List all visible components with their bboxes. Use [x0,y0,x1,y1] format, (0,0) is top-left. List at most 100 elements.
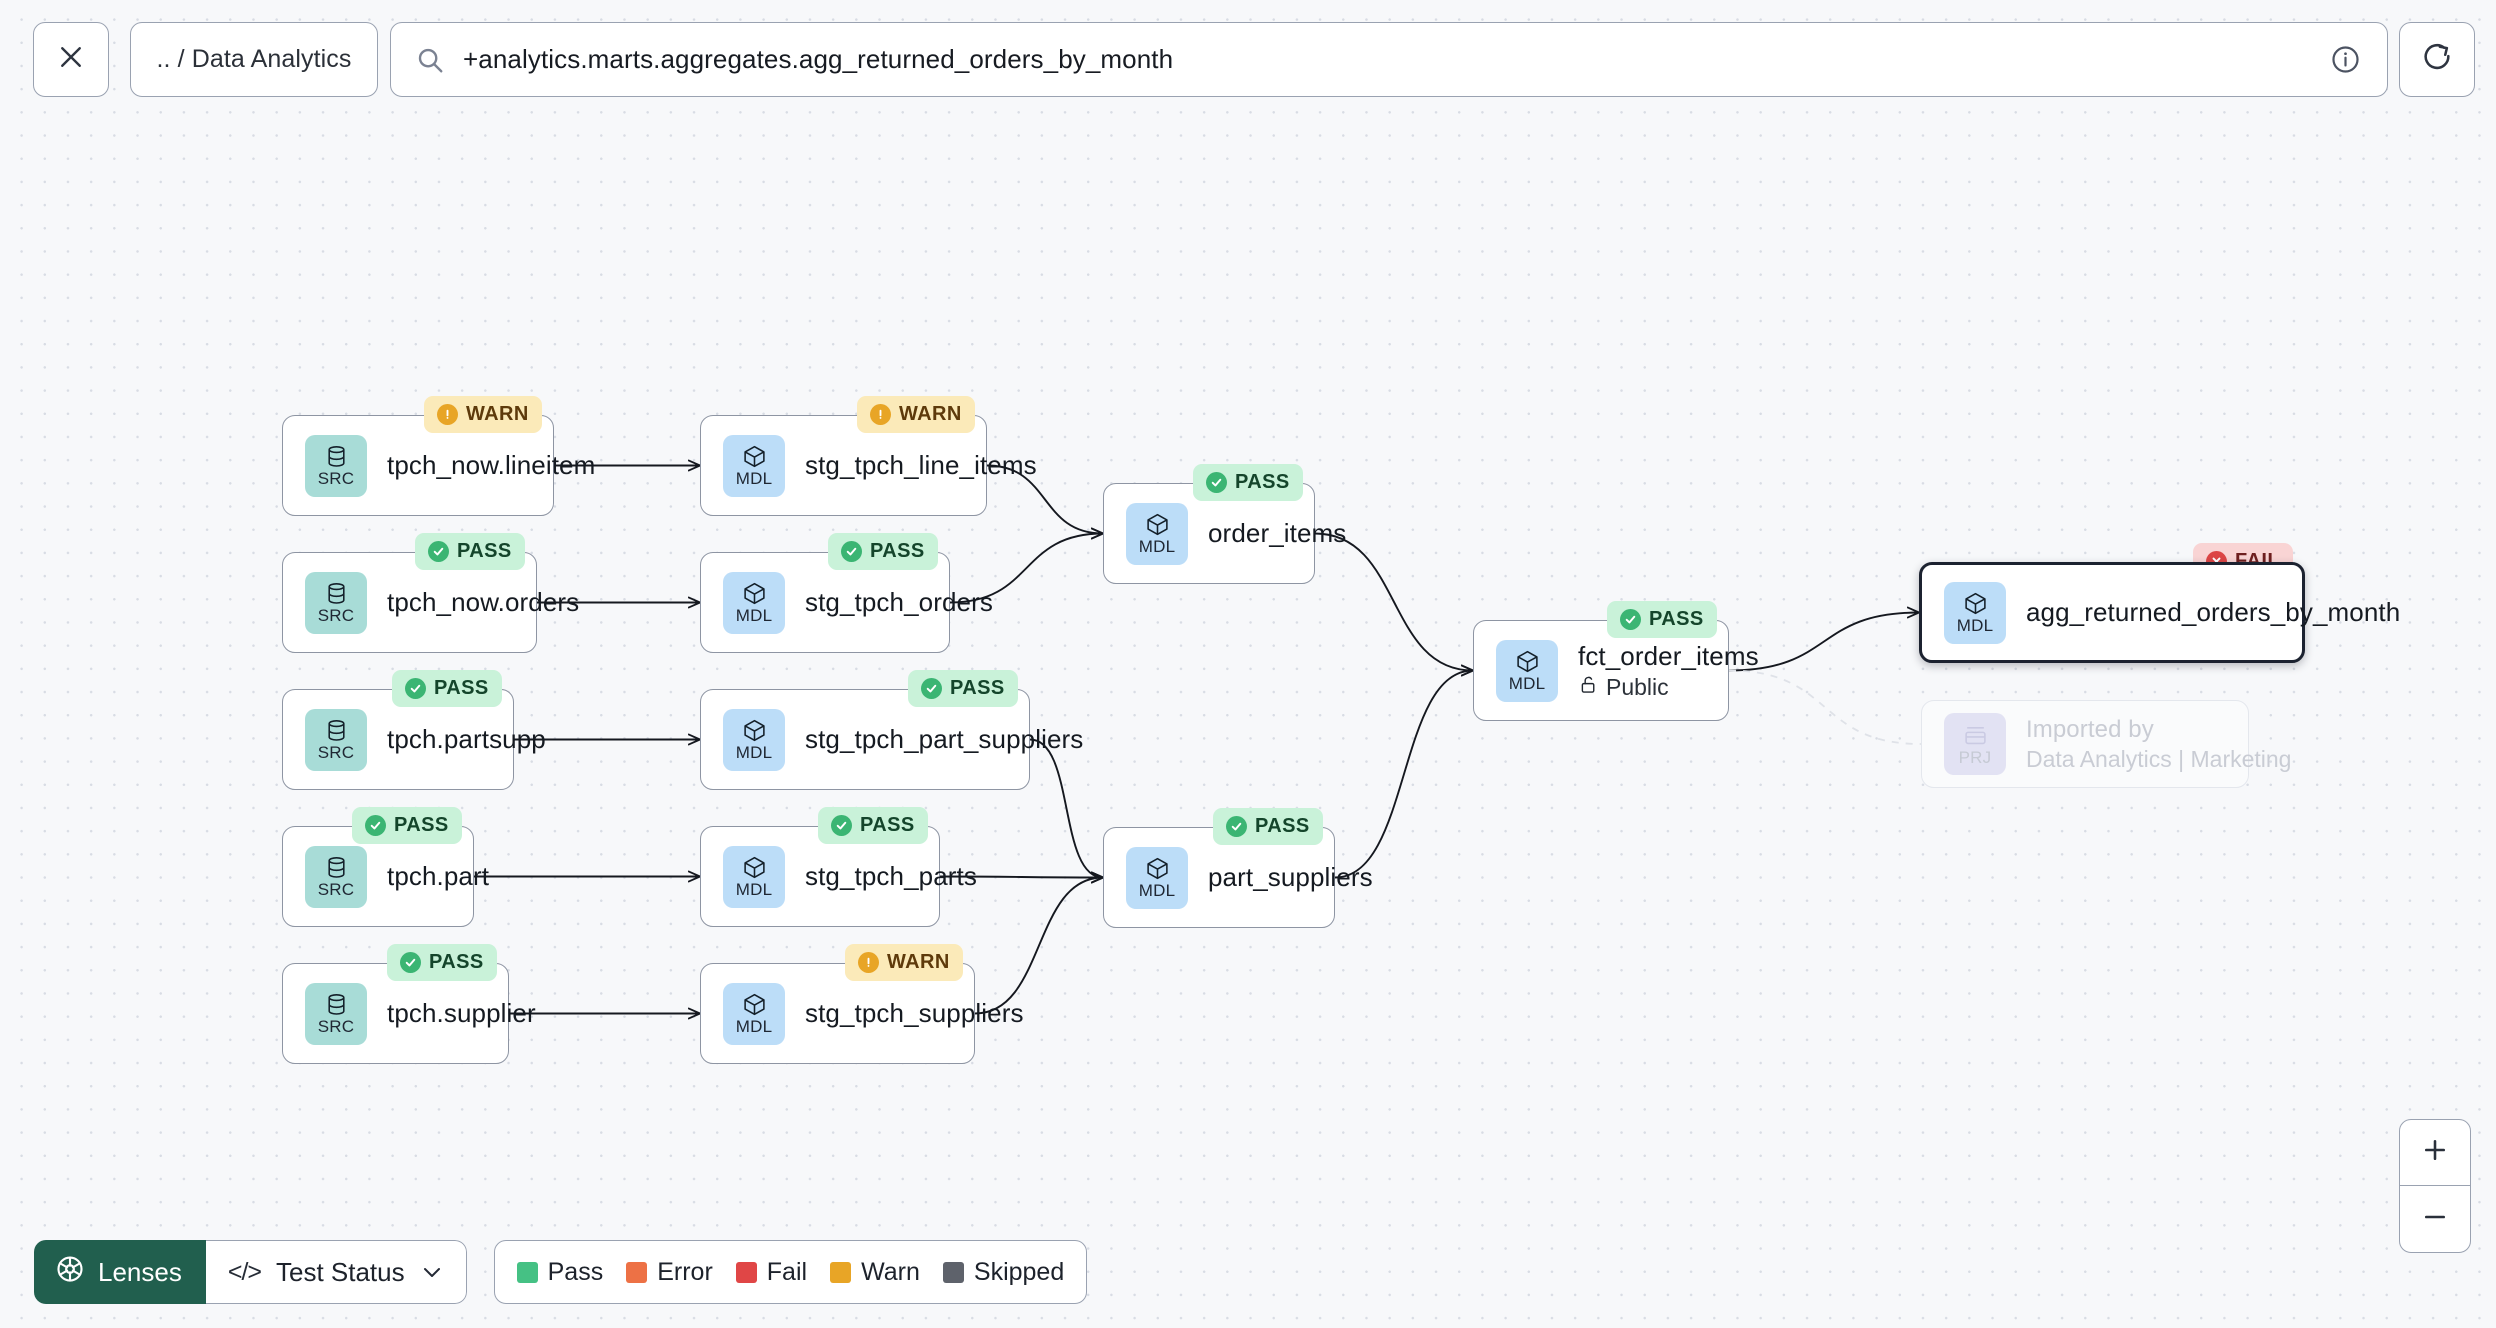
mdl-type-icon: MDL [1126,846,1188,909]
legend-swatch-skipped [942,1261,964,1283]
status-warn-icon [437,404,458,425]
code-icon: </> [227,1257,262,1286]
node-title: stg_tpch_suppliers [805,998,1024,1028]
node-title: agg_returned_orders_by_month [2026,597,2401,627]
status-badge-label: PASS [434,677,489,699]
node-type-label: MDL [1508,674,1546,693]
legend-label: Skipped [973,1257,1065,1286]
node-title: tpch_now.lineitem [387,450,596,480]
legend-item-fail: Fail [735,1258,807,1287]
search-query-text[interactable]: +analytics.marts.aggregates.agg_returned… [463,44,1174,74]
bottom-toolbar: Lenses </> Test Status Pass Error Fail Warn… [34,1240,1088,1304]
node-title: stg_tpch_parts [805,861,977,891]
search-input[interactable]: +analytics.marts.aggregates.agg_returned… [390,22,2388,97]
lenses-button[interactable]: Lenses [34,1240,206,1304]
status-badge-label: PASS [429,951,484,973]
mdl-type-icon: MDL [1496,639,1558,702]
status-badge: PASS [818,807,928,844]
status-badge-label: WARN [899,403,962,425]
legend-item-skipped: Skipped [942,1257,1065,1287]
node-title: tpch.part [387,861,490,891]
mdl-type-icon: MDL [1126,502,1188,565]
minus-icon [2421,1203,2449,1236]
mdl-type-icon: MDL [723,982,785,1045]
status-badge: WARN [424,396,542,433]
breadcrumb[interactable]: .. / Data Analytics [130,22,378,97]
edge-fct_order_items-to-agg_returned_orders_by_month [1728,613,1919,672]
test-status-dropdown[interactable]: </> Test Status [205,1240,467,1304]
node-title: tpch_now.orders [387,587,580,617]
graph-node-tpch_part[interactable]: SRC tpch.part [282,826,489,927]
node-body: tpch_now.lineitem [387,450,595,481]
edge-part_suppliers-to-fct_order_items [1334,671,1473,879]
close-button[interactable] [33,22,109,97]
test-status-label: Test Status [276,1256,405,1287]
status-badge: PASS [352,807,462,844]
refresh-button[interactable] [2399,22,2475,97]
edge-stg_tpch_part_suppliers-to-part_suppliers [1029,738,1103,878]
node-type-label: SRC [317,469,355,488]
status-badge: PASS [1607,601,1717,638]
legend-swatch-warn [830,1261,852,1283]
status-badge-label: WARN [887,951,950,973]
node-type-label: MDL [735,606,773,625]
legend-item-pass: Pass [516,1258,603,1287]
node-body: tpch.partsupp [387,724,546,755]
status-warn-icon [858,952,879,973]
status-badge-label: WARN [466,403,529,425]
graph-node-agg_returned_orders_by_month[interactable]: MDL agg_returned_orders_by_month [1919,562,2400,663]
mdl-type-icon: MDL [723,434,785,497]
status-pass-icon [921,678,942,699]
status-badge-label: PASS [950,677,1005,699]
aperture-icon [55,1254,85,1291]
node-visibility: Public [1578,674,1759,701]
edge-stg_tpch_suppliers-to-part_suppliers [974,878,1103,1015]
edge-fct_order_items-to-imported_by_project [1728,669,1922,745]
lenses-control-group: Lenses </> Test Status [34,1240,467,1304]
status-badge-label: PASS [457,540,512,562]
status-badge: WARN [857,396,975,433]
src-type-icon: SRC [305,571,367,634]
plus-icon [2421,1136,2449,1169]
legend-item-warn: Warn [830,1258,920,1287]
node-body: tpch.supplier [387,998,536,1029]
status-badge: PASS [908,670,1018,707]
node-body: order_items [1208,518,1346,549]
lenses-label: Lenses [98,1256,182,1287]
close-icon [56,42,86,77]
info-icon[interactable] [2330,44,2361,75]
legend-swatch-pass [516,1261,538,1283]
edge-stg_tpch_orders-to-order_items [949,534,1103,604]
zoom-in-button[interactable] [2400,1120,2470,1186]
src-type-icon: SRC [305,845,367,908]
status-badge: PASS [828,533,938,570]
src-type-icon: SRC [305,982,367,1045]
node-type-label: MDL [735,743,773,762]
node-type-label: MDL [1956,616,1994,635]
status-badge-label: PASS [870,540,925,562]
node-type-label: MDL [735,1017,773,1036]
status-badge: PASS [392,670,502,707]
node-title: fct_order_items [1578,640,1759,671]
node-body: stg_tpch_suppliers [805,998,1024,1029]
node-title: Imported by [2026,715,2154,743]
src-type-icon: SRC [305,708,367,771]
status-badge-label: PASS [394,814,449,836]
graph-node-stg_tpch_part_suppliers[interactable]: MDL stg_tpch_part_suppliers [700,689,1083,790]
legend-label: Error [657,1257,713,1286]
node-type-label: SRC [317,1017,355,1036]
status-badge-label: PASS [860,814,915,836]
status-pass-icon [365,815,386,836]
node-type-label: MDL [735,880,773,899]
zoom-out-button[interactable] [2400,1186,2470,1252]
status-pass-icon [1620,609,1641,630]
node-body: tpch_now.orders [387,587,579,618]
status-badge: PASS [415,533,525,570]
node-title: stg_tpch_part_suppliers [805,724,1084,754]
